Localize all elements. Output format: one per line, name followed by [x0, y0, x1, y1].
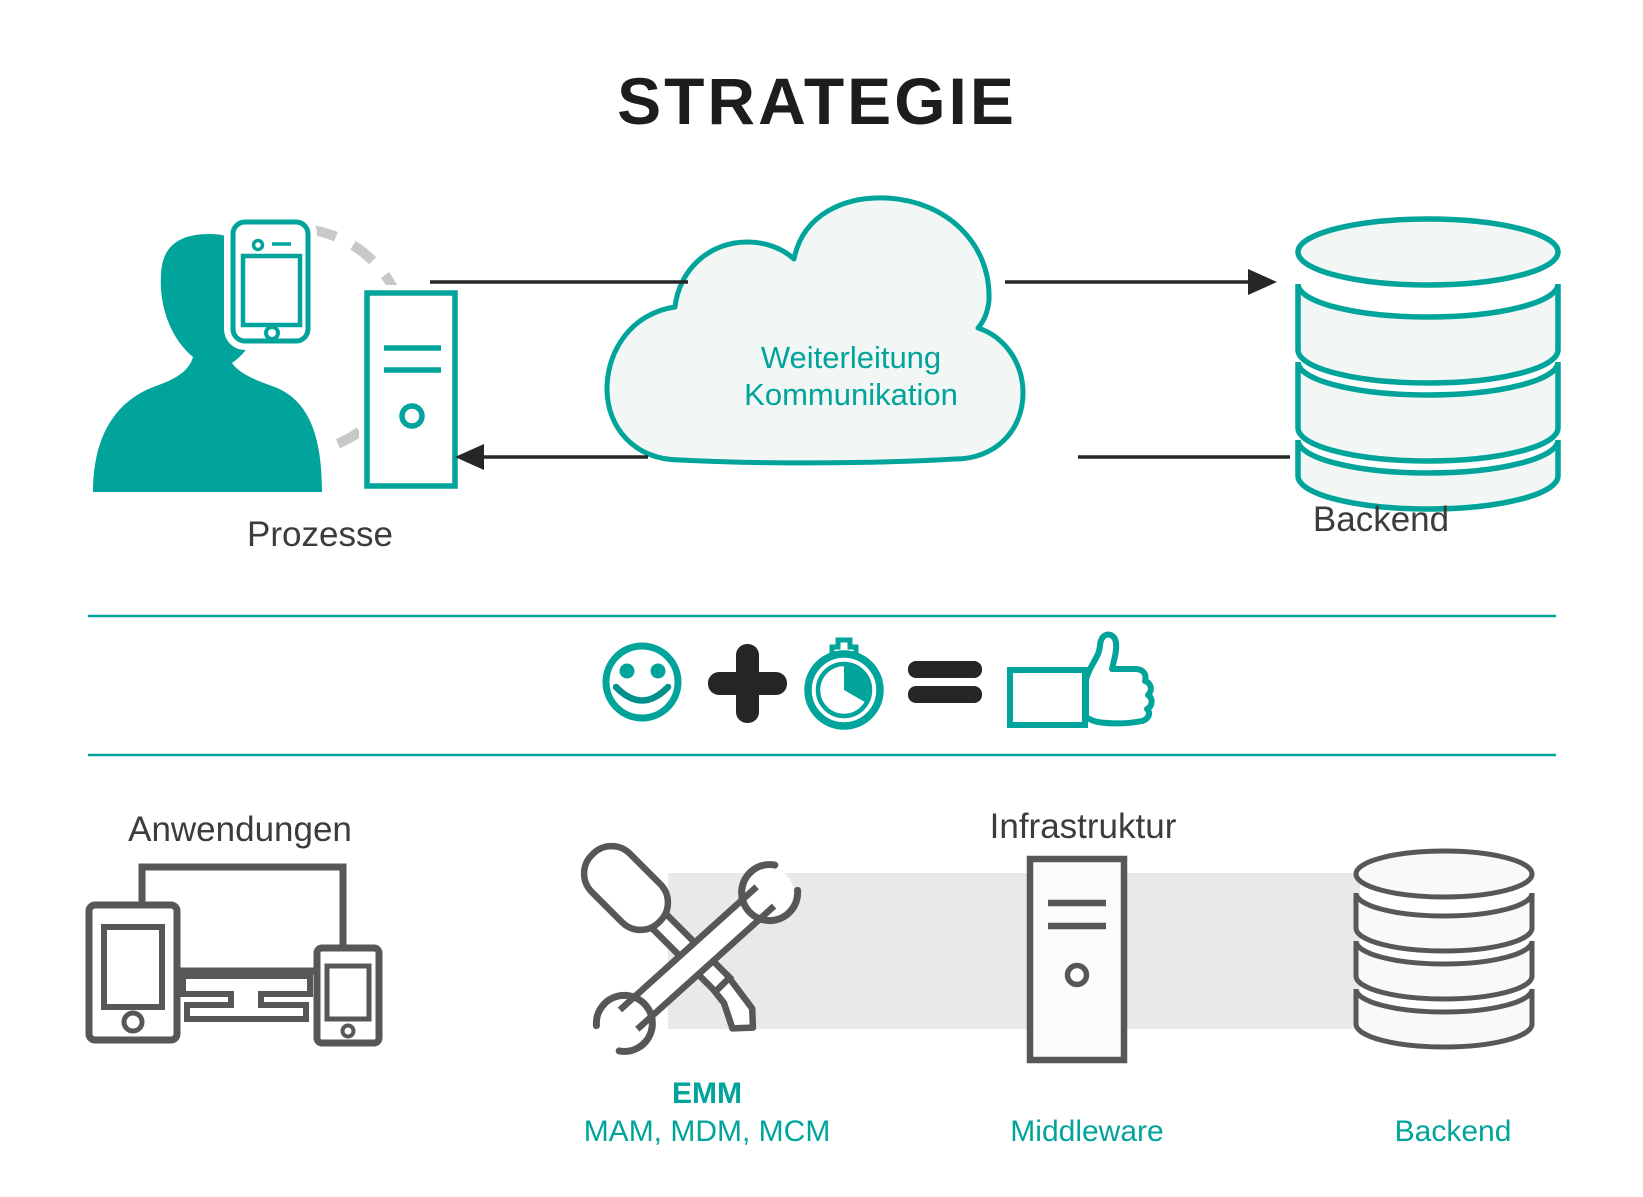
flow-arrows — [430, 280, 1290, 459]
devices-icon — [85, 863, 383, 1047]
middleware-label: Middleware — [1010, 1115, 1163, 1148]
arrow-left-icon — [455, 444, 484, 470]
keyboard-icon — [180, 973, 313, 1022]
database-band — [1353, 940, 1535, 1002]
anwendungen-label: Anwendungen — [128, 810, 352, 849]
cloud-icon — [604, 195, 1026, 466]
user-icon — [93, 234, 322, 492]
anwendungen-group: Anwendungen — [85, 810, 383, 1047]
arrow-right-icon — [1248, 269, 1277, 295]
tools-icon — [580, 842, 802, 1055]
plus-icon — [708, 644, 787, 723]
backend-database-bottom — [1353, 848, 1535, 1050]
database-top-ellipse — [1295, 216, 1561, 288]
database-band — [1295, 283, 1561, 386]
database-band — [1295, 361, 1561, 464]
page-title: STRATEGIE — [617, 64, 1017, 138]
tablet-icon — [85, 901, 181, 1044]
infrastruktur-group: Infrastruktur EMM MAM, MDM, MCM — [580, 807, 1535, 1148]
equation-row — [602, 631, 1155, 730]
desktop-tower-icon — [359, 285, 463, 494]
thumbs-up-icon — [1007, 631, 1155, 728]
stopwatch-icon — [804, 637, 884, 730]
database-band — [1353, 988, 1535, 1050]
smartphone-icon — [224, 213, 317, 350]
cloud-label-line2: Kommunikation — [744, 377, 958, 412]
database-band — [1353, 892, 1535, 954]
backend-top-label: Backend — [1313, 500, 1449, 539]
equals-icon — [908, 661, 982, 703]
prozesse-group: Prozesse — [93, 213, 463, 554]
database-top-ellipse — [1353, 848, 1535, 900]
communication-cloud: Weiterleitung Kommunikation — [604, 195, 1026, 466]
database-band — [1295, 439, 1561, 512]
cloud-label-line1: Weiterleitung — [761, 340, 941, 375]
smiley-icon — [602, 642, 682, 722]
backend-database-top — [1295, 216, 1561, 512]
server-tower-icon — [1026, 855, 1128, 1064]
wrench-icon — [592, 861, 802, 1055]
prozesse-label: Prozesse — [247, 515, 393, 554]
emm-label: EMM — [672, 1077, 742, 1110]
phone-icon — [313, 944, 383, 1047]
backend-bottom-label: Backend — [1395, 1115, 1512, 1148]
emm-sub-label: MAM, MDM, MCM — [584, 1115, 831, 1148]
infrastruktur-label: Infrastruktur — [990, 807, 1177, 846]
